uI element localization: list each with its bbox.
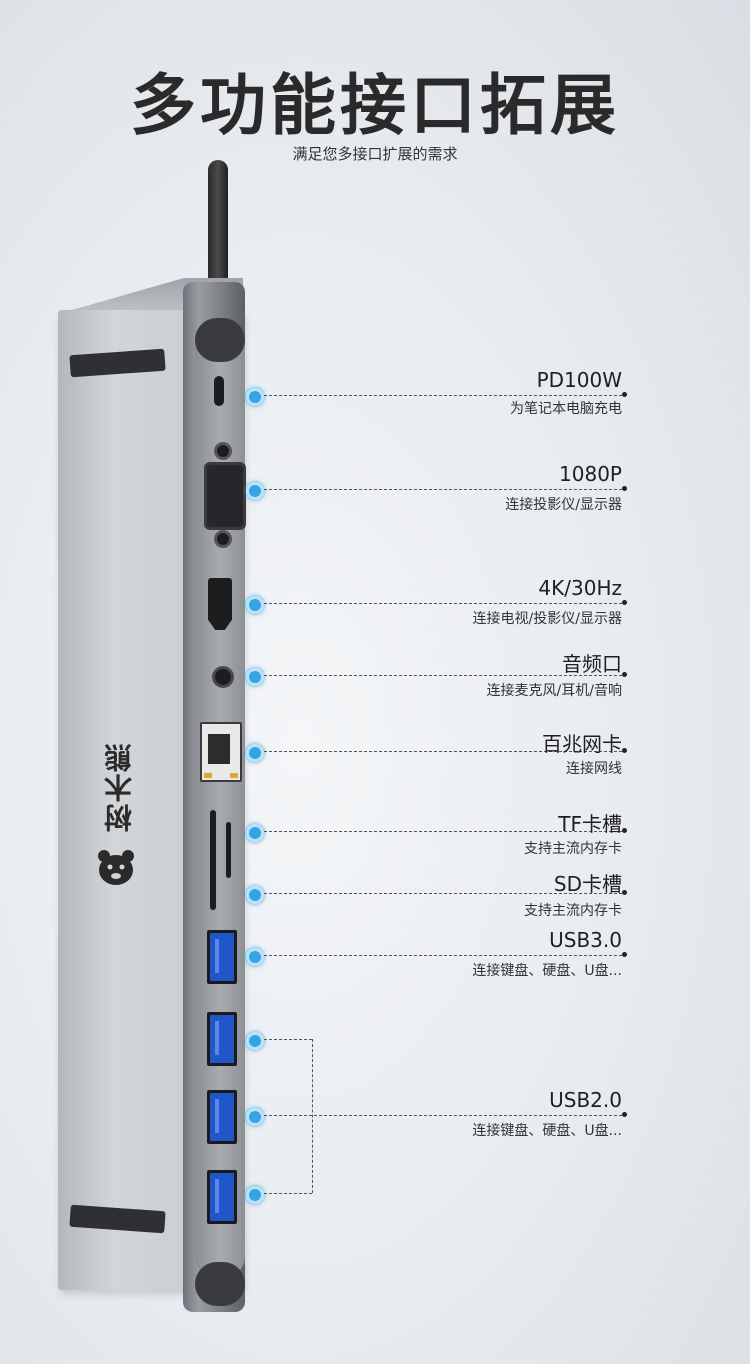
callout-line (264, 603, 622, 604)
hdmi-port (208, 578, 232, 630)
port-desc: 为笔记本电脑充电 (510, 401, 622, 417)
port-name: 百兆网卡 (542, 732, 622, 756)
port-desc: 连接电视/投影仪/显示器 (472, 611, 622, 627)
usb3-port (207, 930, 237, 984)
callout-bracket (312, 1039, 313, 1193)
port-name: 1080P (559, 462, 622, 486)
callout-line-end (622, 600, 627, 605)
port-name: 音频口 (562, 652, 622, 676)
callout-dot (246, 388, 264, 406)
callout-line (264, 395, 622, 396)
vga-screw-icon (214, 530, 232, 548)
callout-dot (246, 948, 264, 966)
callout-line-end (622, 890, 627, 895)
brand-logo-text: 树木熊 (103, 742, 136, 832)
port-name: USB3.0 (549, 928, 622, 952)
callout-line-end (622, 486, 627, 491)
port-desc: 连接键盘、硬盘、U盘... (472, 963, 622, 979)
callout-line (264, 831, 622, 832)
port-name: USB2.0 (549, 1088, 622, 1112)
hub-cap-top (195, 318, 245, 362)
callout-line (264, 955, 622, 956)
sd-card-slot (210, 810, 216, 910)
usb-c-port (214, 376, 224, 406)
callout-line (264, 1039, 312, 1040)
callout-line-end (622, 392, 627, 397)
port-name: TF卡槽 (558, 812, 622, 836)
usb2-port (207, 1090, 237, 1144)
callout-dot (246, 668, 264, 686)
usb2-port (207, 1170, 237, 1224)
callout-line (264, 675, 622, 676)
callout-line-end (622, 828, 627, 833)
callout-line-end (622, 748, 627, 753)
usb2-port (207, 1012, 237, 1066)
callout-line (264, 1193, 312, 1194)
callout-dot (246, 744, 264, 762)
callout-line (264, 489, 622, 490)
port-name: 4K/30Hz (538, 576, 622, 600)
page-title: 多功能接口拓展 (130, 67, 620, 144)
audio-jack (212, 666, 234, 688)
callout-line (264, 751, 622, 752)
callout-line (264, 1115, 622, 1116)
callout-dot (246, 1108, 264, 1126)
port-desc: 连接麦克风/耳机/音响 (486, 683, 622, 699)
port-name: PD100W (536, 368, 622, 392)
port-desc: 支持主流内存卡 (524, 903, 622, 919)
callout-dot (246, 886, 264, 904)
callout-line-end (622, 672, 627, 677)
callout-line-end (622, 952, 627, 957)
ethernet-port (200, 722, 242, 782)
callout-dot (246, 1032, 264, 1050)
tf-card-slot (226, 822, 231, 878)
callout-line (264, 893, 622, 894)
bear-head-icon (98, 850, 134, 885)
callout-dot (246, 824, 264, 842)
callout-dot (246, 482, 264, 500)
vga-screw-icon (214, 442, 232, 460)
port-desc: 连接网线 (566, 761, 622, 777)
callout-line-end (622, 1112, 627, 1117)
page-subtitle: 满足您多接口扩展的需求 (292, 145, 458, 163)
port-desc: 连接投影仪/显示器 (505, 497, 622, 513)
port-name: SD卡槽 (553, 872, 622, 896)
port-desc: 支持主流内存卡 (524, 841, 622, 857)
vga-port (204, 462, 246, 530)
callout-dot (246, 1186, 264, 1204)
port-desc: 连接键盘、硬盘、U盘... (472, 1123, 622, 1139)
callout-dot (246, 596, 264, 614)
hub-cap-bottom (195, 1262, 245, 1306)
